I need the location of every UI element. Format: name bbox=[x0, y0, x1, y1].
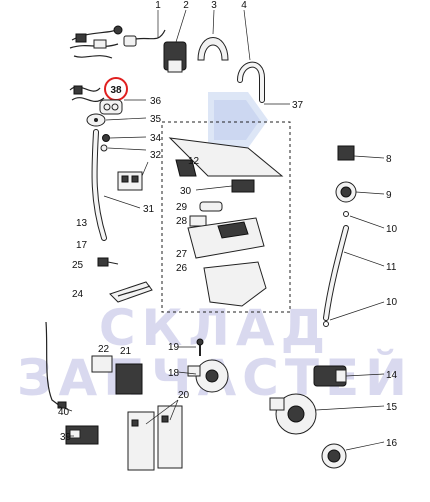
label-39: 39 bbox=[60, 432, 72, 443]
part-21-lock-icon bbox=[115, 363, 143, 395]
part-32-pressure-switch-icon bbox=[117, 171, 143, 191]
label-13: 13 bbox=[76, 218, 88, 229]
part-11-tube-icon bbox=[323, 225, 349, 321]
part-19-screw-icon bbox=[196, 338, 204, 356]
label-19: 19 bbox=[168, 342, 180, 353]
mains-filter-icon bbox=[163, 41, 187, 73]
label-22: 22 bbox=[98, 344, 110, 355]
label-40: 40 bbox=[58, 407, 70, 418]
wiring-loom-icon bbox=[69, 25, 123, 59]
part-36-plug-icon bbox=[99, 99, 123, 115]
label-28: 28 bbox=[176, 216, 188, 227]
label-20: 20 bbox=[178, 390, 190, 401]
part-9-valve-icon bbox=[335, 181, 357, 203]
part-30-cover-icon bbox=[168, 137, 284, 177]
label-9: 9 bbox=[386, 190, 392, 201]
label-15: 15 bbox=[386, 402, 398, 413]
part-10b-ring-icon bbox=[323, 321, 329, 327]
part-28-icon bbox=[189, 215, 207, 227]
label-3: 3 bbox=[211, 0, 217, 11]
part-16-filter-icon bbox=[321, 443, 347, 469]
label-18: 18 bbox=[168, 368, 180, 379]
part-10-ring-icon bbox=[343, 211, 349, 217]
watermark-logo-icon bbox=[208, 92, 268, 148]
drain-hose-icon bbox=[237, 61, 265, 103]
label-8: 8 bbox=[386, 154, 392, 165]
label-11: 11 bbox=[386, 262, 397, 273]
part-26-tray-icon bbox=[203, 261, 267, 307]
label-10b: 10 bbox=[386, 297, 398, 308]
label-4: 4 bbox=[241, 0, 247, 11]
label-34: 34 bbox=[150, 133, 162, 144]
dispenser-group-box bbox=[161, 121, 291, 313]
label-17: 17 bbox=[76, 240, 88, 251]
part-35-washer-icon bbox=[86, 113, 106, 127]
label-2: 2 bbox=[183, 0, 189, 11]
power-cord-icon bbox=[123, 29, 166, 47]
part-labels: 1 2 3 4 8 9 10 11 10 12 13 14 15 16 17 1… bbox=[58, 0, 398, 449]
part-31-hose-icon bbox=[91, 129, 107, 241]
part-14-motor-icon bbox=[313, 365, 347, 387]
part-15-pump-housing-icon bbox=[269, 393, 317, 435]
part-25-sensor-icon bbox=[97, 257, 119, 267]
label-37: 37 bbox=[292, 100, 304, 111]
part-40-wire-icon bbox=[45, 321, 67, 409]
label-26: 26 bbox=[176, 263, 188, 274]
label-35: 35 bbox=[150, 114, 162, 125]
part-24-heater-icon bbox=[109, 281, 153, 303]
part-22-cover-icon bbox=[91, 355, 113, 373]
label-25: 25 bbox=[72, 260, 84, 271]
part-8-clip-icon bbox=[337, 145, 355, 161]
leader-lines bbox=[57, 9, 385, 451]
wiring-harness-icon bbox=[69, 85, 105, 103]
label-30: 30 bbox=[180, 186, 192, 197]
label-31: 31 bbox=[143, 204, 155, 215]
dispenser-assembly-icon bbox=[168, 137, 284, 307]
part-33-ring-icon bbox=[100, 144, 108, 152]
label-32: 32 bbox=[150, 150, 162, 161]
watermark-line-1: СКЛАД bbox=[99, 299, 331, 357]
part-29-icon bbox=[199, 201, 223, 212]
hose-clip-icon bbox=[197, 37, 229, 61]
label-14: 14 bbox=[386, 370, 398, 381]
label-21: 21 bbox=[120, 346, 132, 357]
part-39-switch-icon bbox=[65, 425, 99, 445]
part-20-board-icon bbox=[127, 405, 183, 471]
label-24: 24 bbox=[72, 289, 84, 300]
part-18-pump-icon bbox=[187, 359, 229, 393]
label-38: 38 bbox=[110, 85, 122, 96]
label-29: 29 bbox=[176, 202, 188, 213]
label-10a: 10 bbox=[386, 224, 398, 235]
part-34-screw-icon bbox=[102, 134, 110, 142]
label-27: 27 bbox=[176, 249, 188, 260]
label-36: 36 bbox=[150, 96, 162, 107]
label-1: 1 bbox=[155, 0, 161, 11]
label-12: 12 bbox=[188, 156, 200, 167]
label-16: 16 bbox=[386, 438, 398, 449]
